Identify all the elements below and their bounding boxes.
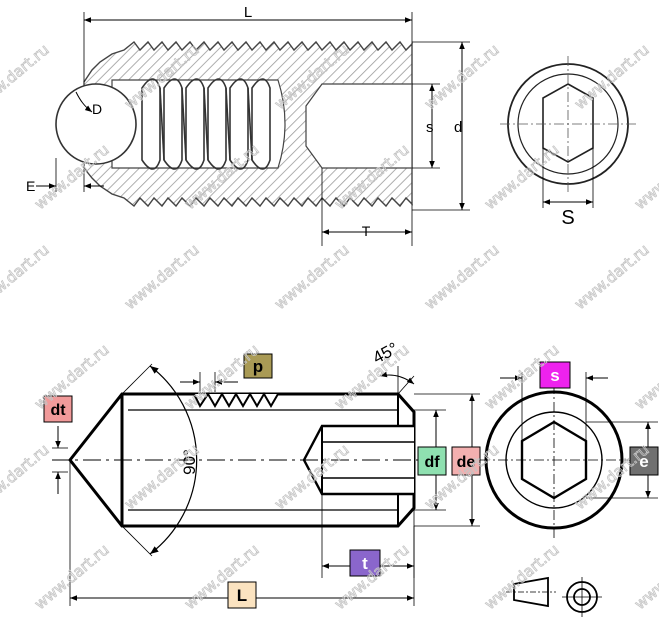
plunger-ball [55, 83, 137, 165]
L-label-box [227, 581, 257, 609]
t-label-box [349, 549, 381, 577]
T-label: T [362, 223, 371, 239]
s-label-bottom: s [550, 366, 559, 385]
watermark-text: www.dart.ru [421, 241, 503, 314]
hex-socket-top-end [542, 83, 594, 163]
watermark-text: www.dart.ru [0, 41, 53, 114]
bottom-side-view: 90° 45° p dt df de [43, 339, 481, 609]
spring-cavity [111, 79, 286, 169]
watermark-text: www.dart.ru [121, 241, 203, 314]
D-label: D [92, 101, 102, 117]
L-label-top: L [244, 4, 252, 21]
thread-profile [186, 392, 279, 408]
watermark-text: www.dart.ru [631, 341, 659, 414]
L-label-bottom: L [237, 586, 247, 605]
de-label: de [457, 454, 476, 471]
p-label-box [243, 353, 273, 379]
e-label: e [639, 452, 648, 471]
dt-label-box [43, 395, 73, 423]
top-section-view: L D E s d T [26, 4, 470, 246]
s-label-box [539, 361, 571, 389]
angle-90-arc [149, 365, 198, 555]
df-label-box [417, 446, 447, 476]
dt-label: dt [50, 402, 66, 419]
watermark-text: www.dart.ru [571, 241, 653, 314]
t-label: t [362, 554, 368, 573]
watermark-text: www.dart.ru [631, 541, 659, 614]
de-label-box [451, 446, 481, 476]
watermark-text: www.dart.ru [0, 241, 53, 314]
angle-45-arc [379, 371, 415, 385]
watermark-text: www.dart.ru [631, 141, 659, 214]
watermark-text: www.dart.ru [271, 241, 353, 314]
d-label: d [454, 119, 462, 136]
S-label: S [561, 207, 574, 229]
E-label: E [26, 178, 35, 194]
spring-coils [141, 78, 271, 170]
projection-symbol [506, 576, 602, 617]
p-label: p [253, 357, 263, 376]
watermark-text: www.dart.ru [0, 441, 53, 514]
s-label: s [426, 119, 434, 136]
e-label-box [629, 446, 659, 476]
angle-90-label: 90° [180, 449, 199, 475]
bottom-end-view: s e [480, 361, 659, 540]
df-label: df [424, 454, 440, 471]
watermark-text: www.dart.ru [31, 541, 113, 614]
top-end-view: S [500, 56, 636, 229]
D-leader [75, 91, 93, 113]
